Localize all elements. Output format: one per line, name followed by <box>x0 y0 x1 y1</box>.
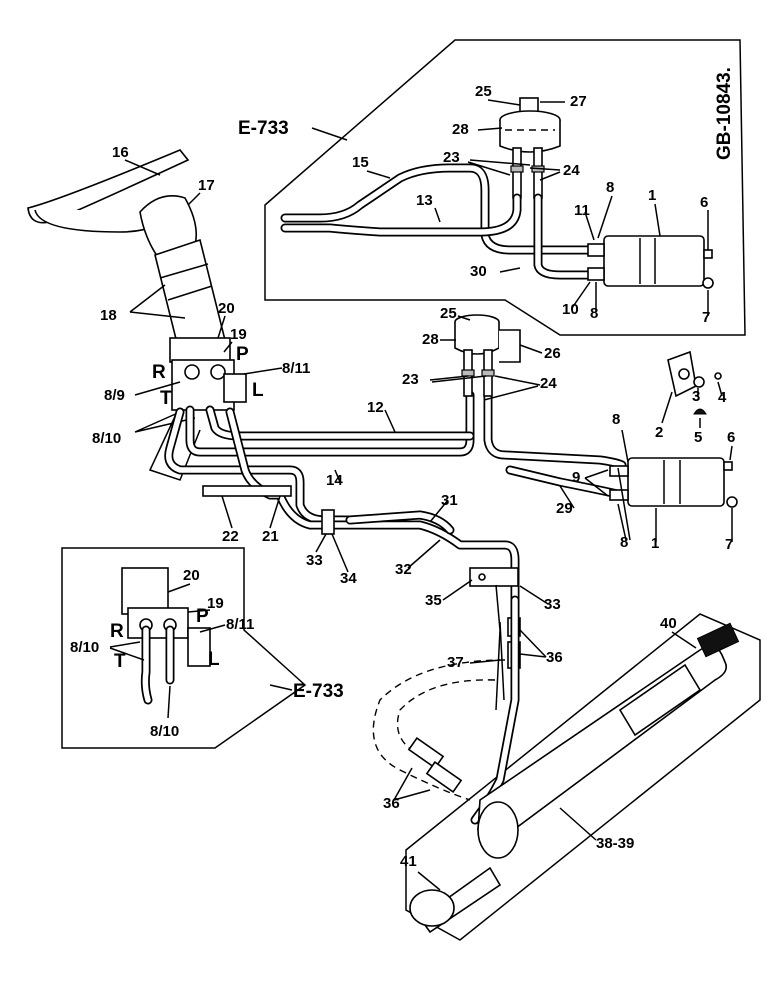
inset-port-p: P <box>196 606 209 627</box>
callout-40: 40 <box>660 615 677 632</box>
steering-cylinder-area: 40 36 38-39 41 <box>372 595 761 941</box>
top-inset-e733: E-733 25 <box>238 39 746 336</box>
callout-25b: 25 <box>440 305 457 322</box>
callout-8-11: 8/11 <box>282 360 310 377</box>
callout-18: 18 <box>100 307 117 324</box>
callout-10: 10 <box>562 301 579 318</box>
callout-8d: 8 <box>620 534 628 551</box>
callout-24: 24 <box>563 162 580 179</box>
steering-wheel <box>27 149 190 224</box>
port-t: T <box>160 388 172 409</box>
callout-34: 34 <box>340 570 357 587</box>
callout-6b: 6 <box>727 429 735 446</box>
inset-port-r: R <box>110 621 124 642</box>
callout-8: 8 <box>606 179 614 196</box>
callout-15: 15 <box>352 154 369 171</box>
callout-23: 23 <box>443 149 460 166</box>
callout-8-10: 8/10 <box>92 430 121 447</box>
callout-8-10b: 8/10 <box>70 639 99 656</box>
top-inset-title: E-733 <box>238 118 289 139</box>
callout-2: 2 <box>655 424 663 441</box>
main-reservoir <box>454 314 521 397</box>
callout-9: 9 <box>572 469 580 486</box>
top-inset-reservoir <box>499 97 561 199</box>
callout-16: 16 <box>112 144 129 161</box>
small-parts <box>667 350 722 415</box>
callout-32: 32 <box>395 561 412 578</box>
callout-14: 14 <box>326 472 343 489</box>
callout-8b: 8 <box>590 305 598 322</box>
callout-5: 5 <box>694 429 702 446</box>
callout-29: 29 <box>556 500 573 517</box>
callout-13: 13 <box>416 192 433 209</box>
callout-24b: 24 <box>540 375 557 392</box>
callout-37: 37 <box>447 654 464 671</box>
callout-8-10c: 8/10 <box>150 723 179 740</box>
callout-12: 12 <box>367 399 384 416</box>
callout-35: 35 <box>425 592 442 609</box>
callout-19: 19 <box>230 326 247 343</box>
steering-column-assembly: 16 17 18 20 19 8/11 8/9 8/10 R P T L <box>27 144 310 481</box>
callout-25: 25 <box>475 83 492 100</box>
callout-33: 33 <box>306 552 323 569</box>
callout-8-9: 8/9 <box>104 387 125 404</box>
callout-7b: 7 <box>725 536 733 553</box>
callout-26: 26 <box>544 345 561 362</box>
callout-30: 30 <box>470 263 487 280</box>
callout-21: 21 <box>262 528 279 545</box>
callout-31: 31 <box>441 492 458 509</box>
main-pump-body <box>609 457 738 508</box>
port-r: R <box>152 362 166 383</box>
callout-6: 6 <box>700 194 708 211</box>
callout-28b: 28 <box>422 331 439 348</box>
steering-hub <box>139 195 198 261</box>
callout-1b: 1 <box>651 535 659 552</box>
callout-23b: 23 <box>402 371 419 388</box>
callout-20b: 20 <box>183 567 200 584</box>
top-inset-pipes <box>280 163 595 280</box>
callout-38-39: 38-39 <box>596 835 634 852</box>
callout-11: 11 <box>574 202 590 219</box>
left-inset-title: E-733 <box>293 681 344 702</box>
callout-28: 28 <box>452 121 469 138</box>
port-l: L <box>252 380 264 401</box>
callout-19b: 19 <box>207 595 224 612</box>
callout-1: 1 <box>648 187 656 204</box>
callout-7: 7 <box>702 309 710 326</box>
callout-3: 3 <box>692 388 700 405</box>
left-inset-e733: E-733 20 19 8/11 8/10 8/10 R P T L <box>61 547 344 749</box>
callout-8-11b: 8/11 <box>226 616 254 633</box>
drawing-code: GB-10843. <box>714 67 735 160</box>
callout-33b: 33 <box>544 596 561 613</box>
callout-17: 17 <box>198 177 215 194</box>
callout-27: 27 <box>570 93 587 110</box>
port-p: P <box>236 344 249 365</box>
callout-36: 36 <box>546 649 563 666</box>
main-callouts: 25 28 26 23 24 2 3 4 5 12 8 6 9 14 29 8 … <box>221 305 735 671</box>
inset-port-t: T <box>114 651 126 672</box>
top-inset-pump-body <box>587 235 714 289</box>
callout-36b: 36 <box>383 795 400 812</box>
callout-8c: 8 <box>612 411 620 428</box>
callout-20: 20 <box>218 300 235 317</box>
inset-port-l: L <box>208 649 220 670</box>
callout-41: 41 <box>400 853 417 870</box>
callout-22: 22 <box>222 528 239 545</box>
callout-4: 4 <box>718 389 727 406</box>
